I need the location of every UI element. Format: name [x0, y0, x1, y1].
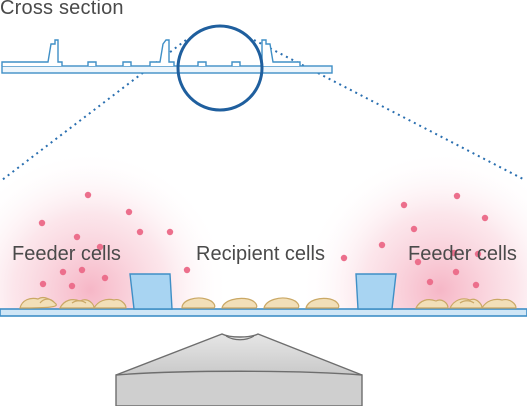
objective-lens — [115, 333, 363, 406]
feeder-glow-left — [0, 150, 240, 310]
label-recipient-cells: Recipient cells — [196, 243, 325, 265]
zoom-line-left — [1, 39, 187, 181]
diagram-title: Cross section — [0, 0, 124, 19]
feeder-cells-left — [19, 296, 127, 309]
particles — [38, 191, 489, 290]
recipient-cells — [181, 297, 340, 309]
insert-right — [355, 273, 397, 310]
label-feeder-cells-right: Feeder cells — [408, 243, 517, 265]
membrane — [0, 308, 527, 317]
label-feeder-cells-left: Feeder cells — [12, 243, 121, 265]
plate-cross-section — [1, 39, 333, 74]
zoom-circle — [176, 24, 264, 112]
insert-left — [129, 273, 173, 310]
feeder-cells-right — [415, 298, 517, 309]
